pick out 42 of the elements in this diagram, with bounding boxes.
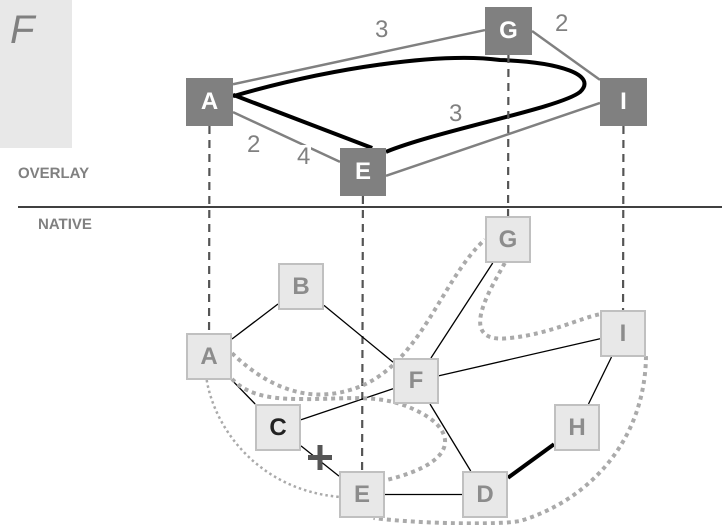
- link-line: [232, 303, 278, 340]
- dashed-connector: [360, 196, 364, 471]
- link-line: [300, 388, 394, 420]
- node-box: D: [462, 471, 508, 518]
- dashed-connector: [208, 126, 211, 333]
- node-box: I: [600, 310, 646, 357]
- panel-letter: F: [10, 10, 34, 50]
- dotted-path: [205, 380, 340, 498]
- node-box: G: [485, 216, 531, 263]
- link-line: [430, 262, 494, 358]
- link-line: [438, 338, 600, 376]
- node-box: E: [339, 471, 385, 518]
- link-line: [588, 356, 612, 404]
- dashed-connector: [506, 55, 510, 216]
- link-line: [385, 494, 462, 496]
- node-box: B: [278, 263, 324, 310]
- node-box: I: [600, 78, 647, 126]
- dashed-connector: [622, 126, 625, 310]
- link-line: [232, 92, 373, 150]
- dotted-path: [373, 356, 648, 525]
- link-line: [324, 304, 394, 363]
- node-box: E: [340, 148, 386, 196]
- node-box: C: [255, 404, 301, 451]
- node-box: A: [186, 333, 232, 380]
- link-line: [232, 56, 586, 154]
- dotted-path: [478, 262, 600, 340]
- link-line: [232, 28, 486, 86]
- link-line: [232, 110, 341, 164]
- link-line: [300, 445, 340, 477]
- node-box: F: [393, 358, 439, 404]
- link-line: [429, 404, 472, 472]
- layer-label: OVERLAY: [18, 164, 90, 184]
- node-box: H: [554, 404, 600, 451]
- layer-label: NATIVE: [38, 215, 92, 235]
- link-line: [386, 102, 600, 178]
- node-box: A: [186, 78, 233, 126]
- node-box: G: [485, 7, 532, 55]
- dotted-path: [230, 378, 447, 482]
- link-line: [231, 380, 256, 404]
- dotted-path: [230, 238, 486, 396]
- link-line: [531, 30, 601, 81]
- link-line: [506, 442, 556, 480]
